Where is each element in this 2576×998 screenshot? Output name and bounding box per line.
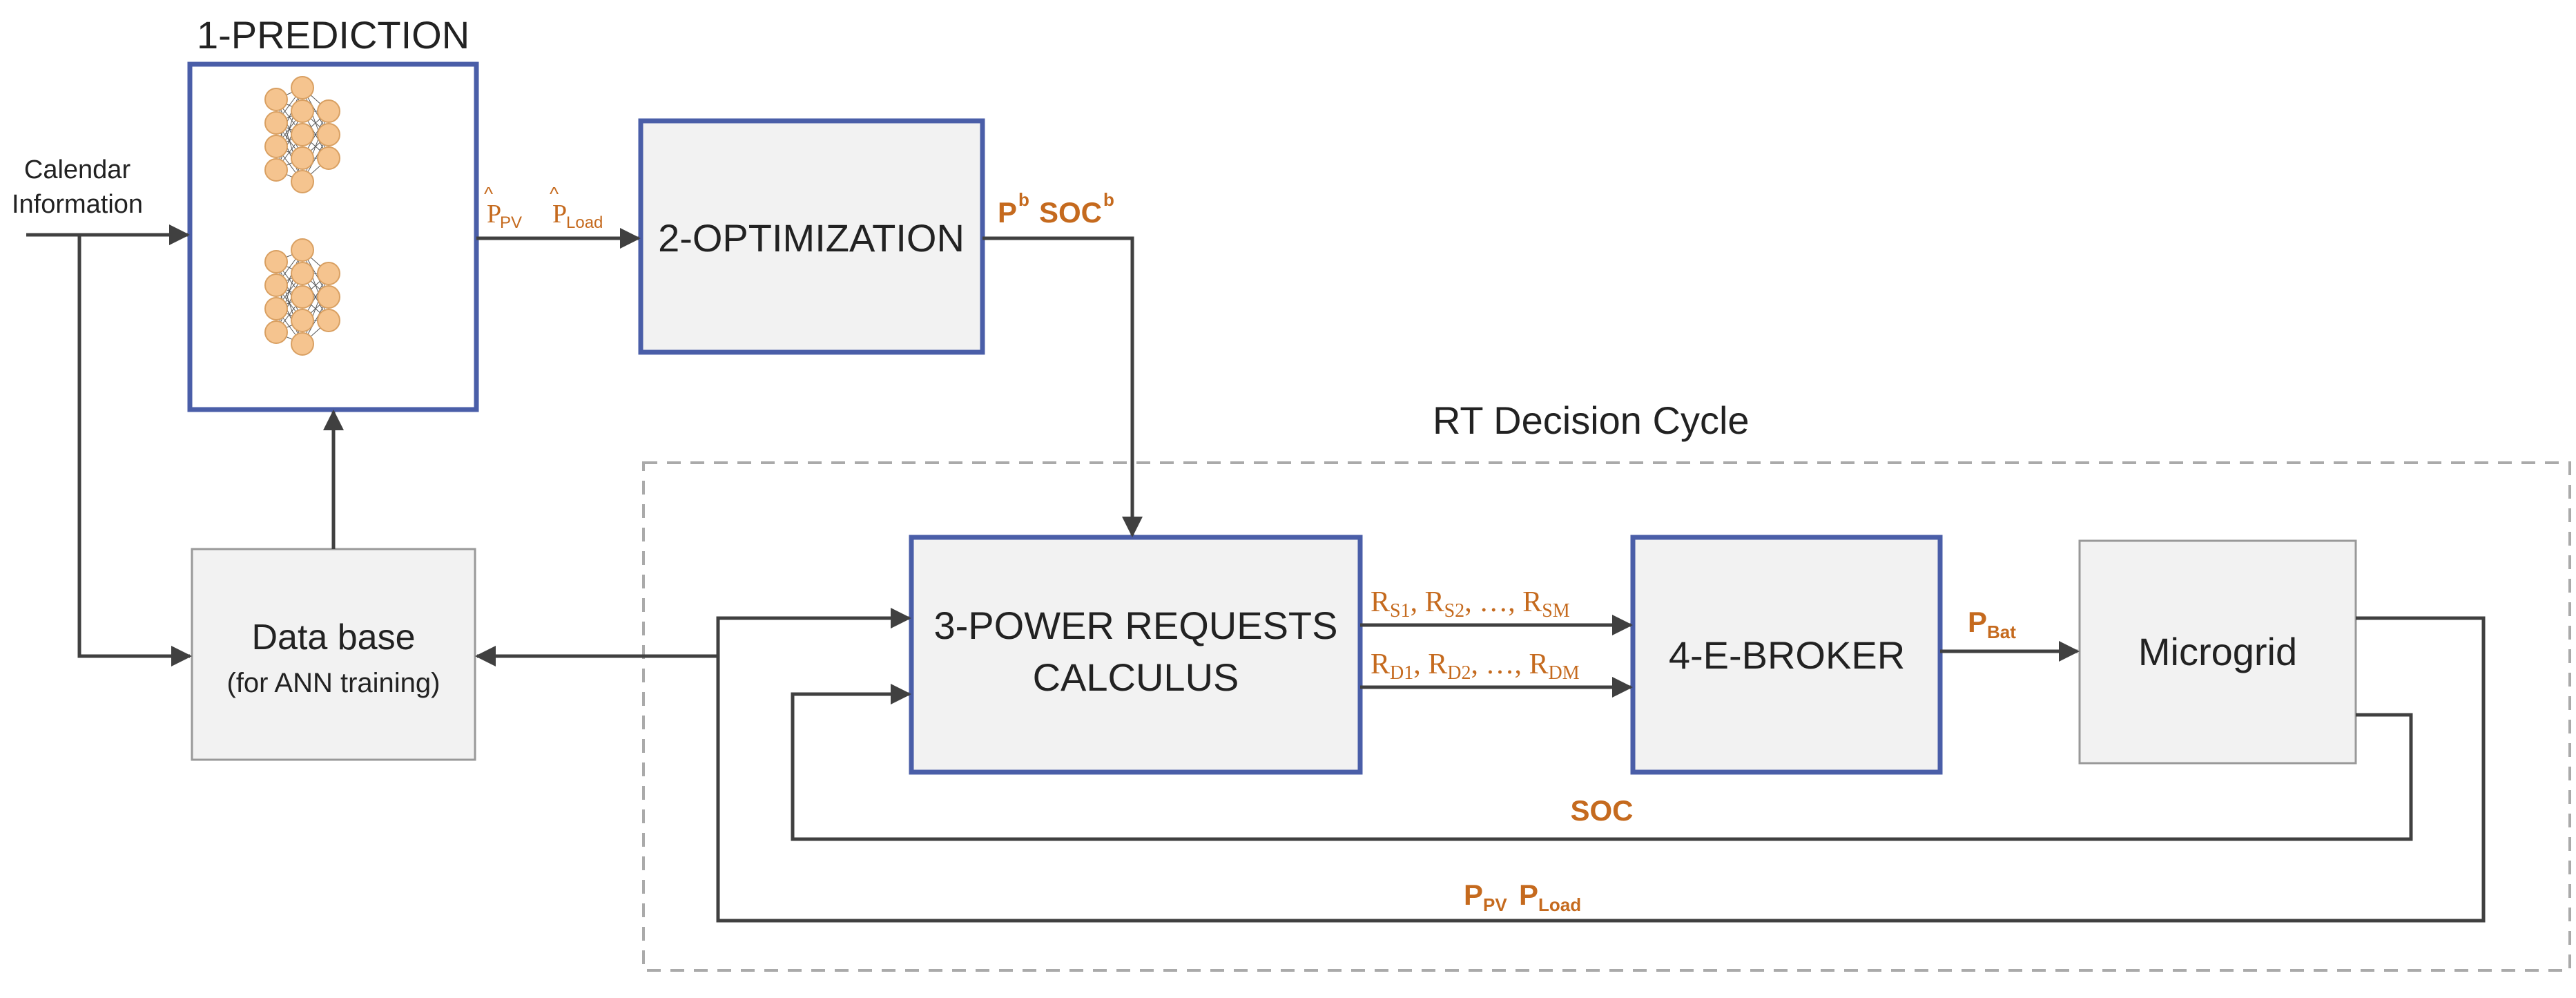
connector-soc-feedback bbox=[791, 684, 2413, 841]
neuron-node bbox=[291, 285, 314, 309]
neuron-connection bbox=[302, 273, 329, 345]
neuron-node bbox=[291, 309, 314, 332]
p-load-estimate-sub: Load bbox=[566, 213, 603, 232]
neuron-node bbox=[317, 285, 340, 309]
neuron-node bbox=[264, 111, 288, 135]
neuron-node bbox=[291, 76, 314, 99]
neuron-node bbox=[264, 250, 288, 274]
socb-sup: b bbox=[1103, 189, 1114, 210]
p-pv-estimate-sub: PV bbox=[500, 213, 522, 232]
p-pv-estimate-hat: ^ bbox=[484, 183, 493, 204]
connector-ppv-pload-feedback bbox=[716, 608, 2486, 923]
p-load-estimate-base: P bbox=[552, 200, 567, 229]
p-load-estimate-hat: ^ bbox=[550, 183, 559, 204]
pload-base: P bbox=[1519, 879, 1538, 911]
power-requests-sublabel: CALCULUS bbox=[1033, 655, 1239, 699]
ppv-base: P bbox=[1464, 879, 1483, 911]
rs-signals-label: RS1, RS2, …, RSM bbox=[1371, 586, 1570, 622]
microgrid-label: Microgrid bbox=[2138, 630, 2297, 673]
neuron-node bbox=[317, 123, 340, 146]
p-bat-base: P bbox=[1968, 606, 1987, 638]
database-sublabel: (for ANN training) bbox=[227, 668, 440, 698]
ebroker-label: 4-E-BROKER bbox=[1669, 633, 1905, 677]
neuron-node bbox=[317, 309, 340, 332]
connector-calendar-to-database bbox=[77, 235, 192, 666]
neuron-node bbox=[291, 332, 314, 356]
neural-network-icon bbox=[264, 76, 340, 193]
pb-label: P bbox=[998, 196, 1017, 229]
p-pv-estimate-base: P bbox=[487, 200, 501, 229]
rt-decision-cycle-label: RT Decision Cycle bbox=[1433, 399, 1750, 442]
neuron-node bbox=[317, 99, 340, 123]
calendar-information-label-line2: Information bbox=[12, 190, 143, 219]
neuron-node bbox=[264, 274, 288, 297]
socb-label: SOC bbox=[1039, 196, 1102, 229]
microgrid-block bbox=[2078, 539, 2357, 765]
soc-feedback-label: SOC bbox=[1570, 794, 1633, 827]
p-bat-sub: Bat bbox=[1987, 622, 2016, 642]
database-block bbox=[191, 548, 476, 761]
neuron-connection bbox=[302, 111, 329, 182]
neuron-node bbox=[317, 262, 340, 285]
database-label: Data base bbox=[251, 617, 415, 658]
neuron-node bbox=[317, 146, 340, 170]
power-requests-label: 3-POWER REQUESTS bbox=[934, 604, 1338, 647]
neural-network-icon bbox=[264, 238, 340, 356]
neuron-node bbox=[291, 238, 314, 262]
p-load-estimate-label: P Load ^ bbox=[550, 183, 603, 232]
neuron-node bbox=[264, 88, 288, 111]
calendar-information-label: Calendar bbox=[24, 155, 131, 184]
connector-optimization-to-power-requests bbox=[982, 236, 1143, 537]
pb-sup: b bbox=[1018, 189, 1029, 210]
neuron-node bbox=[264, 158, 288, 182]
prediction-title: 1-PREDICTION bbox=[197, 13, 469, 57]
pload-sub: Load bbox=[1538, 894, 1581, 915]
rd-signals-label: RD1, RD2, …, RDM bbox=[1371, 649, 1580, 684]
rd-signals-text: RD1, RD2, …, RDM bbox=[1371, 649, 1580, 684]
neuron-node bbox=[291, 99, 314, 123]
p-pv-estimate-label: P PV ^ bbox=[484, 183, 522, 232]
ppv-pload-feedback-label: P PV P Load bbox=[1464, 879, 1581, 915]
p-bat-label: P Bat bbox=[1968, 606, 2016, 642]
optimization-label: 2-OPTIMIZATION bbox=[658, 216, 965, 260]
neuron-node bbox=[264, 297, 288, 320]
ppv-sub: PV bbox=[1483, 894, 1507, 915]
ebroker-block bbox=[1630, 535, 1943, 775]
neuron-node bbox=[264, 320, 288, 344]
rs-signals-text: RS1, RS2, …, RSM bbox=[1371, 586, 1570, 622]
power-requests-block bbox=[909, 535, 1363, 775]
optimization-block bbox=[638, 118, 985, 355]
neuron-node bbox=[291, 146, 314, 170]
rt-decision-cycle-region bbox=[642, 461, 2571, 972]
pb-socb-label: P b SOC b bbox=[998, 189, 1114, 229]
neuron-node bbox=[291, 262, 314, 285]
neuron-node bbox=[291, 170, 314, 193]
neuron-node bbox=[264, 135, 288, 158]
neuron-node bbox=[291, 123, 314, 146]
